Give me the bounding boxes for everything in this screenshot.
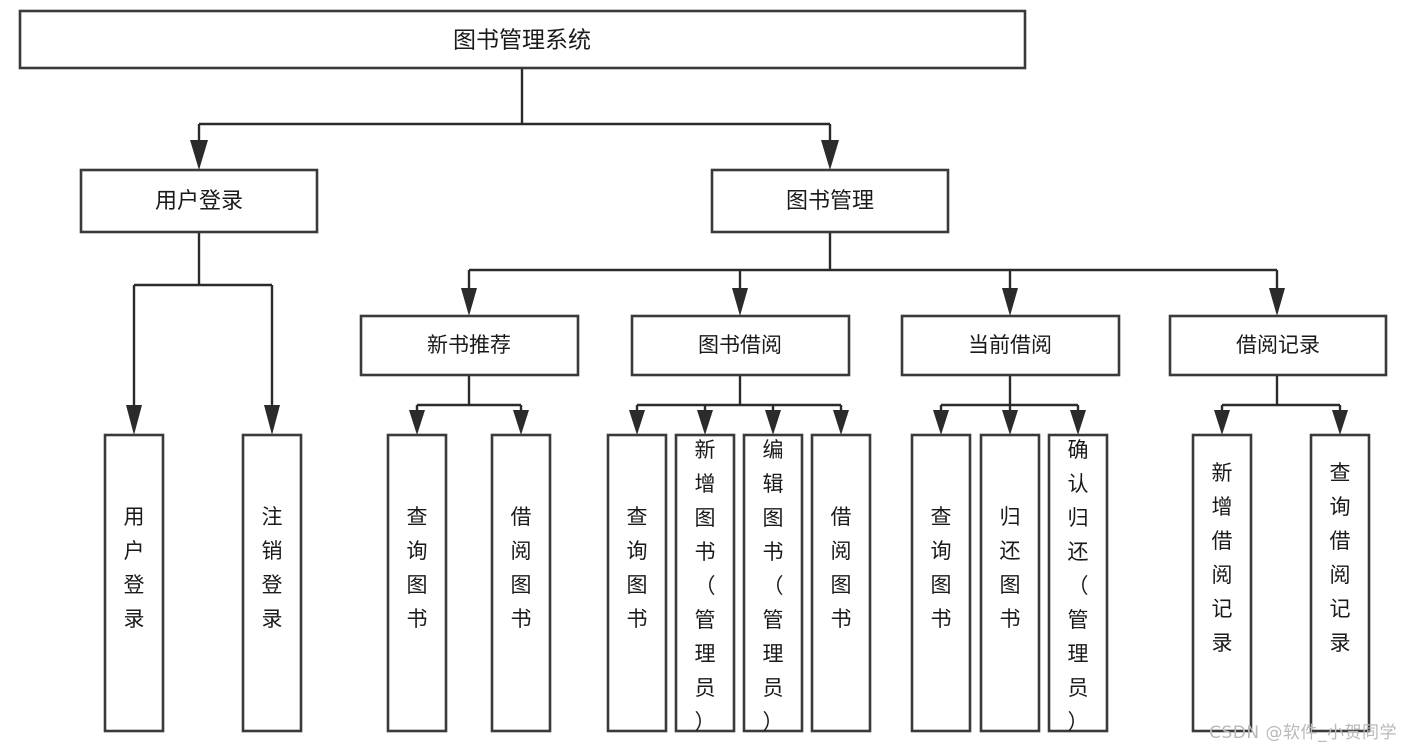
connector-group-current-borrow bbox=[933, 375, 1086, 435]
node-book-management-box[interactable] bbox=[710, 168, 950, 234]
node-new-book-recommend-box[interactable] bbox=[359, 314, 580, 377]
leaf-logout-box[interactable] bbox=[241, 433, 303, 733]
leaf-node[interactable]: 用户登录 bbox=[103, 433, 165, 733]
leaf-br-add-record-box[interactable] bbox=[1191, 433, 1253, 733]
leaf-node[interactable]: 借阅图书 bbox=[490, 433, 552, 733]
leaf-node[interactable]: 编辑图书（管理员） bbox=[742, 433, 804, 734]
leaf-br-query-record-label: 查询借阅记录 bbox=[1330, 461, 1351, 655]
node-root-label: 图书管理系统 bbox=[453, 28, 591, 54]
node-new-book-recommend-label: 新书推荐 bbox=[427, 333, 511, 357]
leaf-bb-borrow-book-box[interactable] bbox=[810, 433, 872, 733]
leaf-bb-edit-book-box[interactable] bbox=[742, 433, 804, 733]
leaf-cb-return-book-label: 归还图书 bbox=[1000, 505, 1021, 631]
leaf-node[interactable]: 归还图书 bbox=[979, 433, 1041, 733]
node-current-borrow-label: 当前借阅 bbox=[968, 333, 1052, 357]
node-book-borrow-label: 图书借阅 bbox=[698, 333, 782, 357]
arrow-head-borrow-record bbox=[1269, 288, 1285, 316]
leaf-bb-query-book-label: 查询图书 bbox=[627, 505, 648, 631]
leaf-user-login-box[interactable] bbox=[103, 433, 165, 733]
connector-group-borrow-record bbox=[1214, 375, 1348, 435]
leaf-cb-confirm-return-label: 确认归还（管理员） bbox=[1068, 438, 1089, 734]
connector-group-book-borrow bbox=[629, 375, 849, 435]
node-root-box[interactable] bbox=[18, 9, 1027, 70]
leaf-cb-query-book-label: 查询图书 bbox=[931, 505, 952, 631]
arrow-head-br-leaf2 bbox=[1332, 410, 1348, 435]
node-user-login-label: 用户登录 bbox=[155, 189, 243, 214]
leaf-node[interactable]: 新增图书（管理员） bbox=[674, 433, 736, 734]
leaf-node[interactable]: 确认归还（管理员） bbox=[1047, 433, 1109, 734]
arrow-head-book-mgmt bbox=[821, 140, 839, 170]
leaf-nb-query-book-label: 查询图书 bbox=[407, 505, 428, 631]
leaf-nb-borrow-book-box[interactable] bbox=[490, 433, 552, 733]
leaf-node[interactable]: 查询图书 bbox=[606, 433, 668, 733]
node-borrow-record-label: 借阅记录 bbox=[1236, 333, 1320, 357]
arrow-head-bb-leaf3 bbox=[765, 410, 781, 435]
leaf-nb-borrow-book-label: 借阅图书 bbox=[511, 505, 532, 631]
arrow-head-current-borrow bbox=[1002, 288, 1018, 316]
leaf-bb-borrow-book-label: 借阅图书 bbox=[831, 505, 852, 631]
leaf-nb-query-book-box[interactable] bbox=[386, 433, 448, 733]
leaf-node[interactable]: 注销登录 bbox=[241, 433, 303, 733]
node-current-borrow[interactable]: 当前借阅 bbox=[900, 314, 1121, 377]
csdn-watermark: CSDN @软件_小贺同学 bbox=[1209, 723, 1397, 743]
arrow-head-nb-leaf1 bbox=[409, 410, 425, 435]
node-user-login[interactable]: 用户登录 bbox=[79, 168, 319, 234]
leaf-node[interactable]: 借阅图书 bbox=[810, 433, 872, 733]
node-borrow-record[interactable]: 借阅记录 bbox=[1168, 314, 1388, 377]
connector-group-root bbox=[190, 68, 839, 170]
leaf-node[interactable]: 查询图书 bbox=[910, 433, 972, 733]
node-current-borrow-box[interactable] bbox=[900, 314, 1121, 377]
arrow-head-nb-leaf2 bbox=[513, 410, 529, 435]
leaf-logout-label: 注销登录 bbox=[262, 505, 283, 631]
leaf-cb-return-book-box[interactable] bbox=[979, 433, 1041, 733]
node-book-management-label: 图书管理 bbox=[786, 189, 874, 214]
leaf-bb-add-book-box[interactable] bbox=[674, 433, 736, 733]
leaf-cb-confirm-return-box[interactable] bbox=[1047, 433, 1109, 733]
leaf-br-query-record-box[interactable] bbox=[1309, 433, 1371, 733]
arrow-head-bb-leaf4 bbox=[833, 410, 849, 435]
leaf-bb-edit-book-label: 编辑图书（管理员） bbox=[763, 438, 784, 734]
arrow-head-ul-leaf1 bbox=[126, 405, 142, 435]
node-book-management[interactable]: 图书管理 bbox=[710, 168, 950, 234]
leaf-node[interactable]: 查询借阅记录 bbox=[1309, 433, 1371, 733]
node-new-book-recommend[interactable]: 新书推荐 bbox=[359, 314, 580, 377]
node-book-borrow-box[interactable] bbox=[630, 314, 851, 377]
arrow-head-new-book bbox=[461, 288, 477, 316]
connector-group-book-mgmt bbox=[461, 232, 1285, 316]
leaf-cb-query-book-box[interactable] bbox=[910, 433, 972, 733]
node-user-login-box[interactable] bbox=[79, 168, 319, 234]
leaf-node[interactable]: 新增借阅记录 bbox=[1191, 433, 1253, 733]
arrow-head-br-leaf1 bbox=[1214, 410, 1230, 435]
node-book-borrow[interactable]: 图书借阅 bbox=[630, 314, 851, 377]
node-borrow-record-box[interactable] bbox=[1168, 314, 1388, 377]
arrow-head-user-login bbox=[190, 140, 208, 170]
arrow-head-cb-leaf1 bbox=[933, 410, 949, 435]
arrow-head-ul-leaf2 bbox=[264, 405, 280, 435]
node-root[interactable]: 图书管理系统 bbox=[18, 9, 1027, 70]
leaf-bb-add-book-label: 新增图书（管理员） bbox=[695, 438, 716, 734]
leaf-bb-query-book-box[interactable] bbox=[606, 433, 668, 733]
arrow-head-book-borrow bbox=[732, 288, 748, 316]
leaf-br-add-record-label: 新增借阅记录 bbox=[1212, 461, 1233, 655]
arrow-head-cb-leaf2 bbox=[1002, 410, 1018, 435]
connector-group-new-book bbox=[409, 375, 529, 435]
arrow-head-cb-leaf3 bbox=[1070, 410, 1086, 435]
connector-group-user-login bbox=[126, 232, 280, 435]
leaf-node[interactable]: 查询图书 bbox=[386, 433, 448, 733]
leaf-user-login-label: 用户登录 bbox=[124, 505, 145, 631]
arrow-head-bb-leaf1 bbox=[629, 410, 645, 435]
arrow-head-bb-leaf2 bbox=[697, 410, 713, 435]
